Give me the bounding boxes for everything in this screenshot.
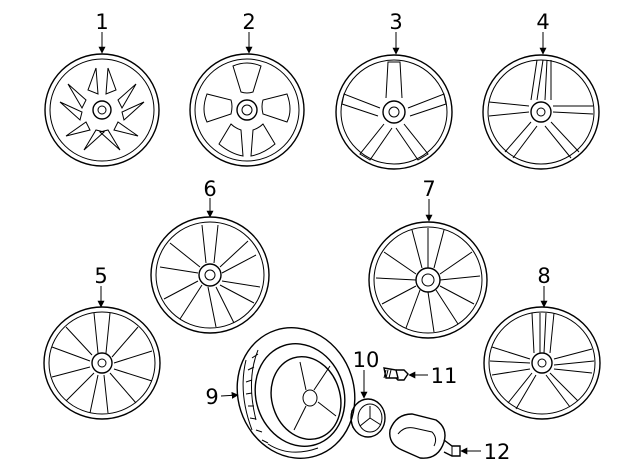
- wheel-4[interactable]: [482, 54, 600, 170]
- wheel-8[interactable]: [483, 306, 601, 420]
- callout-11: 11: [431, 364, 458, 388]
- wheel-6[interactable]: [150, 216, 270, 334]
- tpms-sensor-12[interactable]: [389, 413, 461, 459]
- wheel-2[interactable]: [189, 53, 305, 167]
- callout-1: 1: [95, 10, 108, 34]
- callout-2: 2: [242, 10, 255, 34]
- callout-12: 12: [484, 440, 511, 464]
- wheel-1[interactable]: [44, 53, 160, 167]
- tire-assembly-9[interactable]: [220, 312, 371, 471]
- wheel-3[interactable]: [335, 54, 453, 170]
- wheel-7[interactable]: [368, 221, 488, 339]
- callout-5: 5: [94, 264, 107, 288]
- callout-8: 8: [537, 264, 550, 288]
- callout-7: 7: [422, 177, 435, 201]
- callout-3: 3: [389, 10, 402, 34]
- callout-4: 4: [536, 10, 549, 34]
- callout-10: 10: [353, 348, 380, 372]
- callout-arrows: [97, 32, 548, 455]
- lug-bolt-11[interactable]: [383, 367, 409, 381]
- center-cap-10[interactable]: [350, 398, 386, 438]
- wheel-5[interactable]: [43, 306, 161, 420]
- callout-6: 6: [203, 177, 216, 201]
- callout-9: 9: [205, 385, 218, 409]
